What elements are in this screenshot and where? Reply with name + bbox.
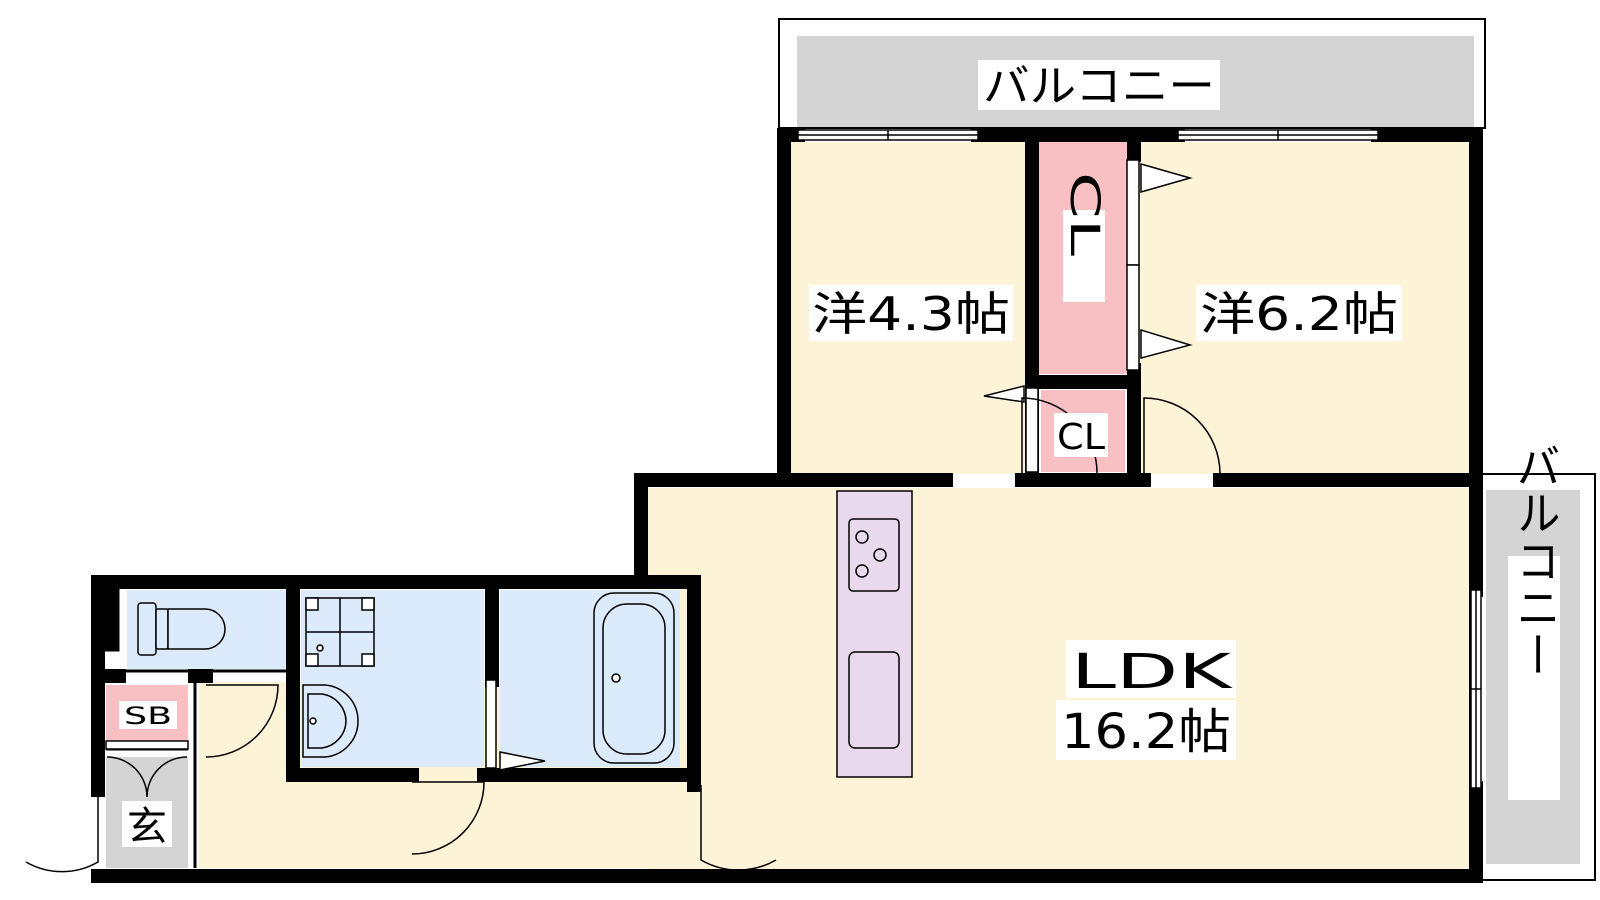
wash-basin-icon: [302, 684, 359, 758]
swing-doors: [25, 397, 1221, 873]
closet-large-label: CL: [1061, 172, 1107, 257]
closet-doors: [105, 159, 1193, 750]
balcony-right-outline: [1469, 473, 1596, 881]
room2-label-bg: [1196, 285, 1402, 341]
closet-small-label-bg: [1054, 413, 1108, 457]
sb-label-bg: [119, 701, 177, 729]
ldk-size-label-bg: [1056, 700, 1236, 760]
ldk-size-label: 16.2帖: [1061, 704, 1231, 760]
balcony-top-label: バルコニー: [983, 61, 1215, 112]
balcony-right-label-bg: [1508, 556, 1560, 800]
door-swing-icon: [205, 684, 279, 758]
balcony-top-label-bg: [978, 60, 1220, 110]
closet-small-label: CL: [1057, 417, 1105, 458]
entrance-label-bg: [122, 801, 172, 847]
room2-label: 洋6.2帖: [1200, 287, 1398, 341]
room1-label-bg: [809, 285, 1013, 341]
closet-door-arrow: [983, 385, 1025, 403]
fixtures: [137, 518, 900, 764]
room-fills: [106, 36, 1580, 869]
closet-door-panel: [1126, 264, 1140, 371]
closet-door-arrow: [1140, 163, 1193, 193]
door-swing-icon: [1143, 397, 1221, 474]
entrance-label: 玄: [127, 804, 167, 850]
balcony-right-label: バルコニー: [1509, 442, 1560, 678]
shoe-box-door: [105, 740, 189, 750]
bath-door-panel: [485, 679, 497, 769]
toilet-pipe-space: [104, 588, 120, 652]
shoe-box-swing: [106, 756, 148, 798]
closet-small-door: [1025, 387, 1039, 473]
ldk-floor: [648, 488, 1470, 869]
ldk-name-label: LDK: [1071, 644, 1234, 700]
shoe-box-swing: [146, 756, 188, 798]
walls: [91, 128, 1483, 883]
washing-machine-icon: [305, 597, 375, 667]
sb-label: SB: [124, 702, 172, 730]
room1-label: 洋4.3帖: [812, 287, 1010, 341]
gas-stove-icon: [848, 518, 900, 592]
closet-door-arrow: [1140, 328, 1193, 359]
windows: [797, 129, 1482, 789]
closet-large-label-bg: [1063, 210, 1105, 302]
bathtub-icon: [593, 592, 675, 764]
closet-door-panel: [1126, 159, 1140, 266]
door-swing-icon: [25, 790, 99, 873]
ldk-label-bg: [1066, 640, 1236, 698]
labels: バルコニー バルコニー 洋4.3帖 洋6.2帖 CL CL LDK 16.2帖 …: [119, 60, 1560, 850]
kitchen-sink-icon: [848, 651, 900, 749]
door-swing-icon: [700, 785, 777, 871]
door-swing-icon: [411, 781, 485, 855]
bath-sliding-door-arrow: [499, 751, 546, 771]
toilet-icon: [137, 602, 226, 656]
